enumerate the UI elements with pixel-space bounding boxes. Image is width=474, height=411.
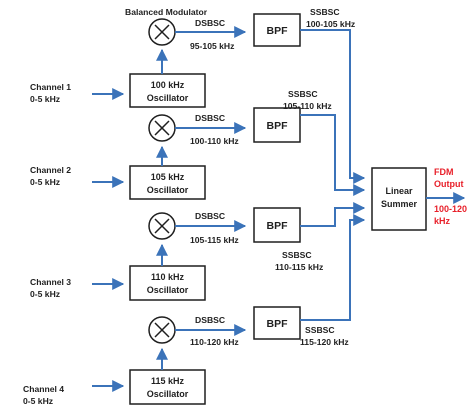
channel-3-branch: Channel 3 0-5 kHz 110 kHz Oscillator DSB… bbox=[30, 202, 366, 301]
bpf-2-label: BPF bbox=[267, 120, 289, 132]
channel-1-branch: Channel 1 0-5 kHz 100 kHz Oscillator DSB… bbox=[30, 7, 366, 184]
channel-3-name: Channel 3 bbox=[30, 277, 71, 287]
dsbsc-4-label: DSBSC bbox=[195, 315, 225, 325]
dsbsc-1-label: DSBSC bbox=[195, 18, 225, 28]
mixer-3-icon bbox=[148, 212, 176, 240]
oscillator-1-box bbox=[129, 73, 206, 108]
ssbsc-1-range: 100-105 kHz bbox=[306, 19, 355, 29]
linear-summer-line-2: Summer bbox=[381, 199, 418, 209]
dsbsc-3-label: DSBSC bbox=[195, 211, 225, 221]
ssbsc-4-range: 115-120 kHz bbox=[300, 337, 349, 347]
oscillator-1-label: Oscillator bbox=[147, 93, 189, 103]
bpf-2-box bbox=[253, 107, 301, 143]
oscillator-4-box bbox=[129, 369, 206, 405]
dsbsc-1-range: 95-105 kHz bbox=[190, 41, 234, 51]
ssbsc-3-range: 110-115 kHz bbox=[275, 262, 323, 272]
ssbsc-2-range: 105-110 kHz bbox=[283, 101, 332, 111]
bpf-4-label: BPF bbox=[267, 318, 289, 330]
fdm-output-label-1: FDM bbox=[434, 167, 454, 177]
linear-summer-box bbox=[371, 167, 427, 231]
mixer-2-icon bbox=[148, 114, 176, 142]
dsbsc-3-range: 105-115 kHz bbox=[190, 235, 239, 245]
fdm-output-range-1: 100-120 bbox=[434, 204, 467, 214]
bpf-2-to-summer-arrow bbox=[300, 114, 366, 196]
fdm-output-range-2: kHz bbox=[434, 216, 451, 226]
oscillator-4-label: Oscillator bbox=[147, 389, 189, 399]
oscillator-1-freq: 100 kHz bbox=[151, 80, 185, 90]
oscillator-2-label: Oscillator bbox=[147, 185, 189, 195]
channel-1-band: 0-5 kHz bbox=[30, 94, 60, 104]
channel-4-name: Channel 4 bbox=[23, 384, 64, 394]
channel-2-branch: Channel 2 0-5 kHz 105 kHz Oscillator DSB… bbox=[30, 89, 366, 200]
linear-summer-line-1: Linear bbox=[385, 186, 413, 196]
balanced-modulator-label: Balanced Modulator bbox=[125, 7, 208, 17]
mixer-1-icon bbox=[148, 18, 176, 46]
oscillator-3-freq: 110 kHz bbox=[151, 272, 185, 282]
channel-3-band: 0-5 kHz bbox=[30, 289, 60, 299]
ssbsc-1-label: SSBSC bbox=[310, 7, 340, 17]
oscillator-3-label: Oscillator bbox=[147, 285, 189, 295]
oscillator-2-freq: 105 kHz bbox=[151, 172, 185, 182]
bpf-3-to-summer-arrow bbox=[300, 202, 366, 227]
oscillator-4-freq: 115 kHz bbox=[151, 376, 185, 386]
bpf-3-box bbox=[253, 207, 301, 243]
dsbsc-4-range: 110-120 kHz bbox=[190, 337, 239, 347]
ssbsc-3-label: SSBSC bbox=[282, 250, 312, 260]
bpf-3-label: BPF bbox=[267, 220, 289, 232]
oscillator-2-box bbox=[129, 165, 206, 200]
fdm-output-label-2: Output bbox=[434, 179, 464, 189]
bpf-1-box bbox=[253, 13, 301, 47]
bpf-4-box bbox=[253, 306, 301, 340]
bpf-1-label: BPF bbox=[267, 25, 289, 37]
bpf-4-to-summer-arrow bbox=[300, 214, 366, 321]
mixer-4-icon bbox=[148, 316, 176, 344]
ssbsc-2-label: SSBSC bbox=[288, 89, 318, 99]
channel-2-band: 0-5 kHz bbox=[30, 177, 60, 187]
channel-4-branch: Channel 4 0-5 kHz 115 kHz Oscillator DSB… bbox=[23, 214, 366, 406]
bpf-1-to-summer-arrow bbox=[300, 29, 366, 184]
ssbsc-4-label: SSBSC bbox=[305, 325, 335, 335]
oscillator-3-box bbox=[129, 265, 206, 301]
dsbsc-2-label: DSBSC bbox=[195, 113, 225, 123]
dsbsc-2-range: 100-110 kHz bbox=[190, 136, 239, 146]
channel-2-name: Channel 2 bbox=[30, 165, 71, 175]
channel-1-name: Channel 1 bbox=[30, 82, 71, 92]
channel-4-band: 0-5 kHz bbox=[23, 396, 53, 406]
